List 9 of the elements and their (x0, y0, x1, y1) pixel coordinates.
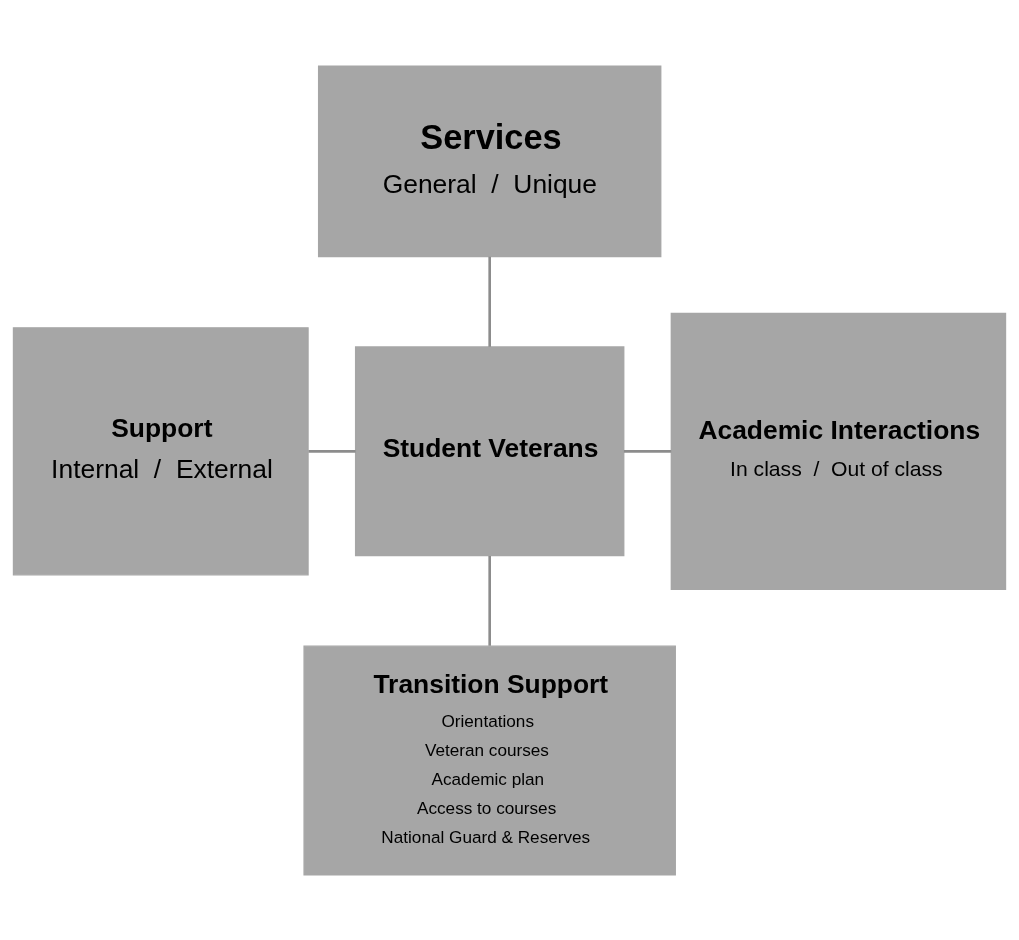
connector (488, 256, 491, 347)
node-box: Support Internal / External (12, 326, 309, 575)
connector (488, 555, 491, 646)
node-box: Transition Support Orientations Veteran courses Academic plan Access to courses National Guard & Reserves (303, 645, 676, 875)
node-box: Student Veterans (354, 345, 625, 556)
connector (623, 449, 672, 453)
node-box: Academic Interactions In class / Out of class (670, 312, 1007, 590)
node-box: Services General / Unique (317, 65, 662, 257)
connector (308, 449, 356, 453)
